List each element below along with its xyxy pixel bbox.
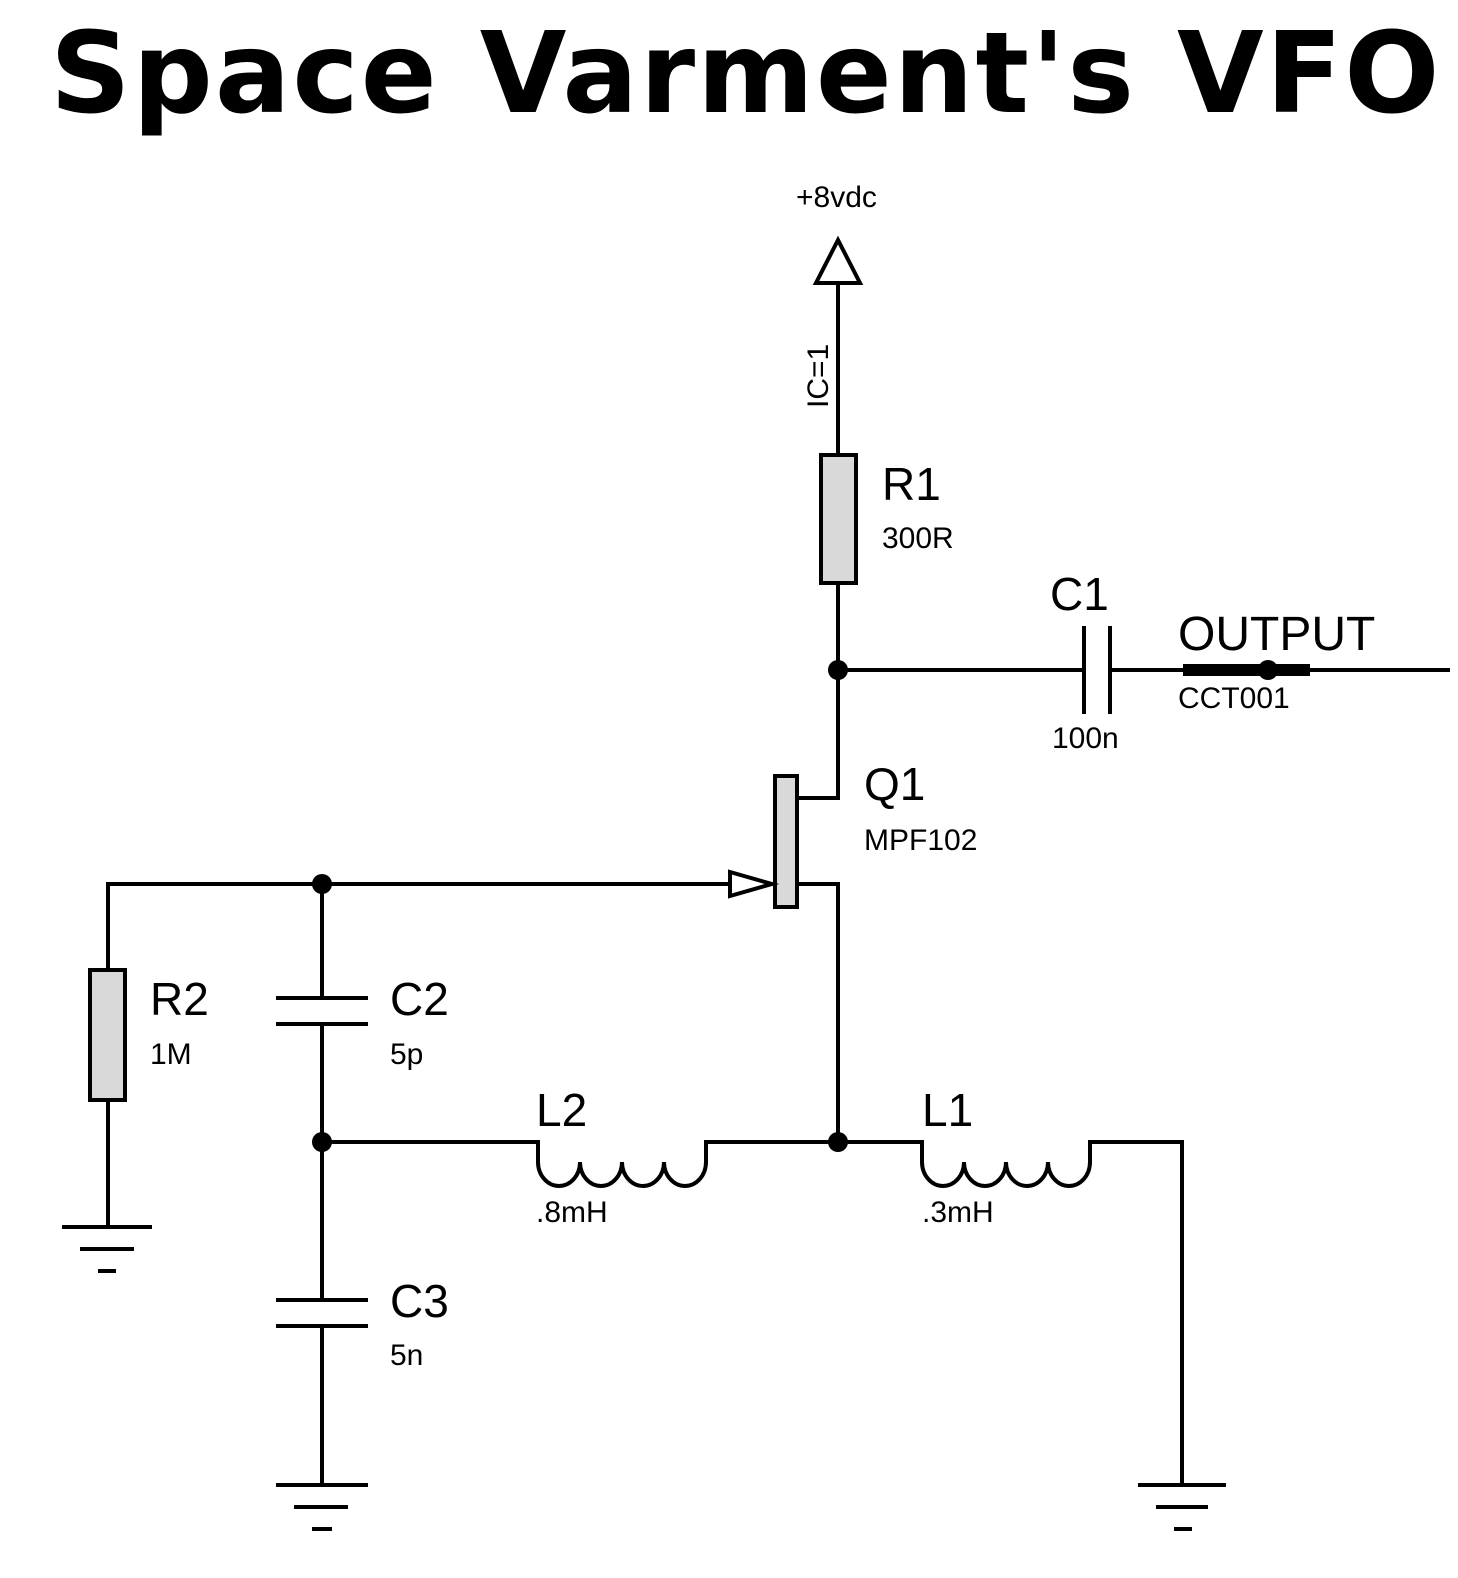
gate-arrow-icon	[728, 869, 780, 899]
junction-output	[1258, 660, 1278, 680]
wire-gate	[106, 882, 732, 972]
ground-icon	[1138, 1483, 1226, 1531]
c3-value: 5n	[390, 1339, 423, 1372]
l2-value: .8mH	[536, 1196, 608, 1229]
output-net: CCT001	[1178, 682, 1290, 715]
q1-ref: Q1	[864, 758, 925, 810]
jfet-q1	[773, 774, 799, 909]
r1-ref: R1	[882, 458, 941, 510]
inductor-l1	[920, 1140, 1092, 1188]
l1-ref: L1	[922, 1084, 973, 1136]
ground-icon	[62, 1225, 152, 1273]
c1-ref: C1	[1050, 568, 1109, 620]
l2-ref: L2	[536, 1084, 587, 1136]
r1-value: 300R	[882, 522, 954, 555]
l1-value: .3mH	[922, 1196, 994, 1229]
c2-ref: C2	[390, 973, 449, 1025]
supply-label: +8vdc	[796, 181, 877, 214]
inductor-l2	[536, 1140, 708, 1188]
r2-ref: R2	[150, 973, 209, 1025]
ic-label: IC=1	[802, 344, 835, 408]
supply-arrow-icon	[812, 235, 864, 285]
resistor-r2	[88, 968, 127, 1102]
r2-value: 1M	[150, 1038, 192, 1071]
diagram-title: Space Varment's VFO	[50, 9, 1442, 139]
wire-l1-ground	[1088, 1140, 1184, 1487]
q1-value: MPF102	[864, 824, 977, 857]
c3-ref: C3	[390, 1275, 449, 1327]
c2-value: 5p	[390, 1038, 423, 1071]
ground-icon	[276, 1483, 368, 1531]
output-label: OUTPUT	[1178, 608, 1375, 661]
c1-value: 100n	[1052, 722, 1119, 755]
resistor-r1	[819, 453, 858, 585]
q1-source-lead	[795, 882, 840, 1144]
